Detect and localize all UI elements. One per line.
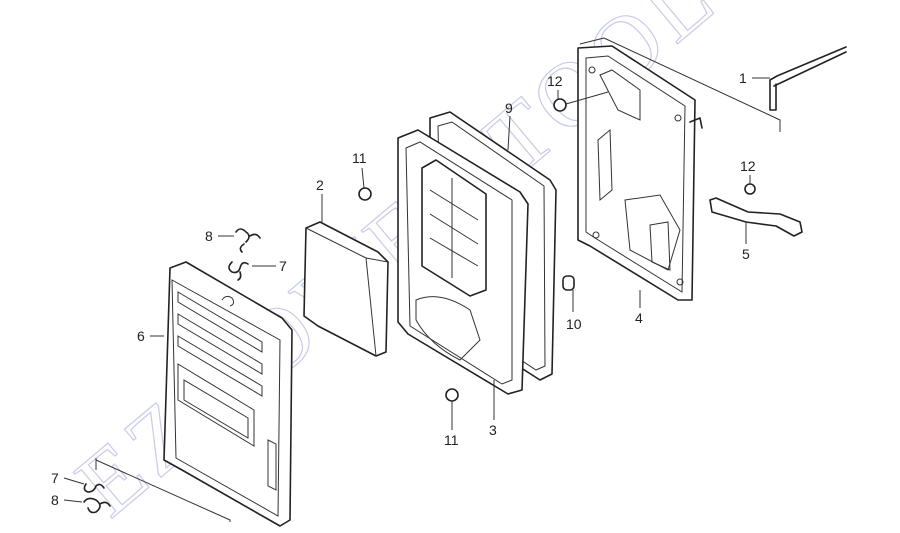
callout-10: 10	[566, 316, 582, 332]
part-5-bracket	[709, 197, 803, 237]
part-8-clip	[235, 228, 261, 253]
callout-2: 2	[316, 177, 324, 193]
part-10-collar	[562, 275, 575, 291]
callout-9: 9	[505, 100, 513, 116]
callout-1: 1	[739, 70, 747, 86]
callout-8: 8	[51, 492, 59, 508]
part-2-filter-element	[303, 221, 389, 357]
callout-3: 3	[489, 422, 497, 438]
callout-11: 11	[352, 150, 367, 166]
part-7-clip	[83, 483, 105, 493]
callout-12: 12	[740, 158, 756, 174]
part-6-cover	[163, 261, 293, 527]
part-1-breather-tube	[769, 46, 847, 111]
part-12-nut	[553, 98, 567, 112]
part-11-nut	[445, 388, 459, 402]
callout-11: 11	[444, 432, 459, 448]
callout-8: 8	[205, 228, 213, 244]
callout-12: 12	[547, 73, 563, 89]
callout-6: 6	[137, 328, 145, 344]
part-12-nut	[744, 183, 756, 195]
callout-4: 4	[635, 310, 643, 326]
part-4-case-base	[577, 45, 703, 301]
callout-5: 5	[742, 246, 750, 262]
leader-lines	[63, 77, 770, 503]
part-3-element-case	[397, 129, 529, 395]
part-7-clip	[228, 261, 249, 281]
part-11-nut	[358, 187, 372, 201]
callout-7: 7	[279, 258, 287, 274]
callout-7: 7	[51, 470, 59, 486]
part-8-clip	[83, 497, 111, 514]
